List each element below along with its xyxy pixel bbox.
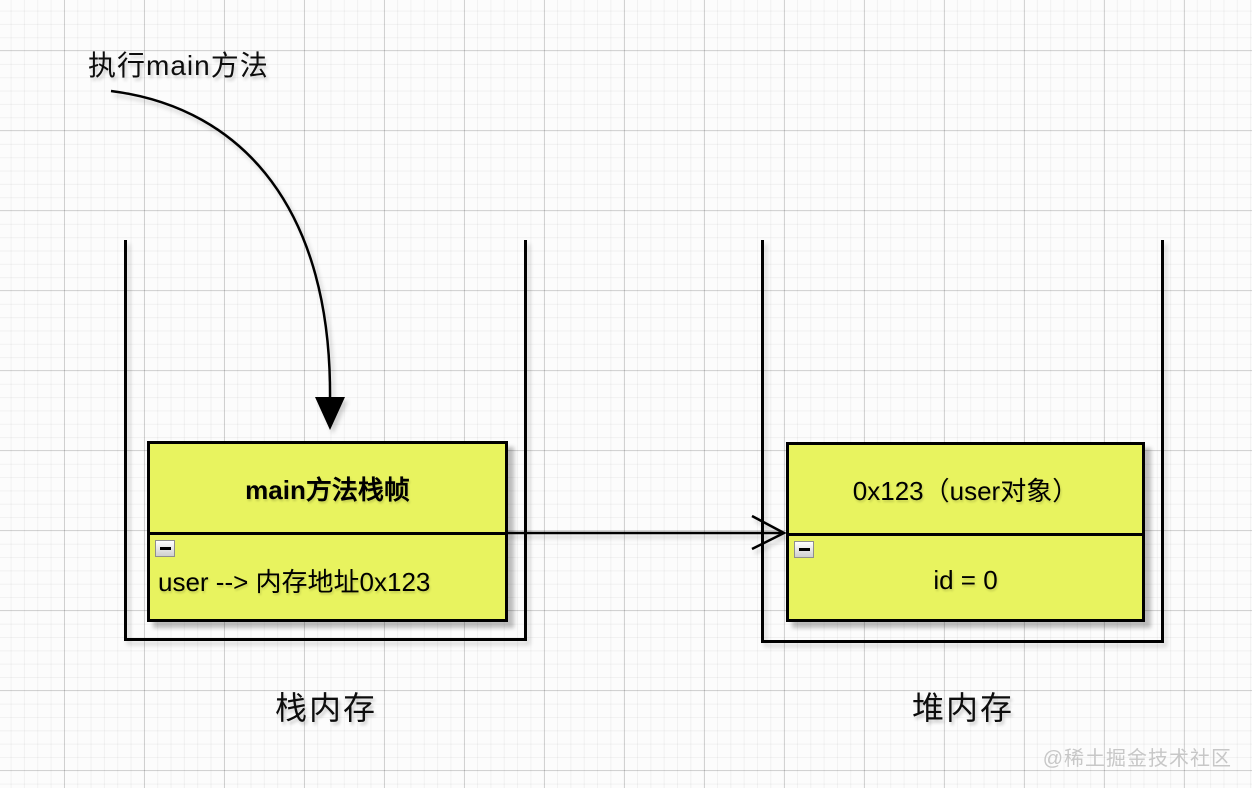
stack-frame-title: main方法栈帧 — [245, 474, 410, 505]
heap-object-entry: id = 0 — [933, 565, 998, 595]
stack-frame-body: user --> 内存地址0x123 — [150, 532, 505, 619]
heap-object-title: 0x123（user对象） — [852, 475, 1079, 506]
stack-frame-entry: user --> 内存地址0x123 — [158, 566, 431, 597]
heap-memory-container — [761, 240, 1164, 643]
minus-bar — [798, 548, 810, 551]
stack-memory-label: 栈内存 — [274, 690, 378, 726]
stack-frame-box: main方法栈帧 user --> 内存地址0x123 — [147, 441, 508, 622]
watermark: @稀土掘金技术社区 — [1042, 748, 1232, 770]
minus-bar — [159, 547, 171, 550]
execute-main-arrow-line — [110, 89, 332, 401]
minus-icon[interactable] — [155, 540, 175, 557]
minus-icon[interactable] — [794, 541, 814, 558]
heap-object-body: id = 0 — [789, 533, 1142, 619]
heap-object-box: 0x123（user对象） id = 0 — [786, 442, 1145, 622]
arrow-down-icon — [315, 397, 345, 430]
heap-memory-label: 堆内存 — [911, 690, 1015, 726]
stack-memory-container — [124, 240, 527, 641]
annotation-label: 执行main方法 — [88, 50, 269, 81]
